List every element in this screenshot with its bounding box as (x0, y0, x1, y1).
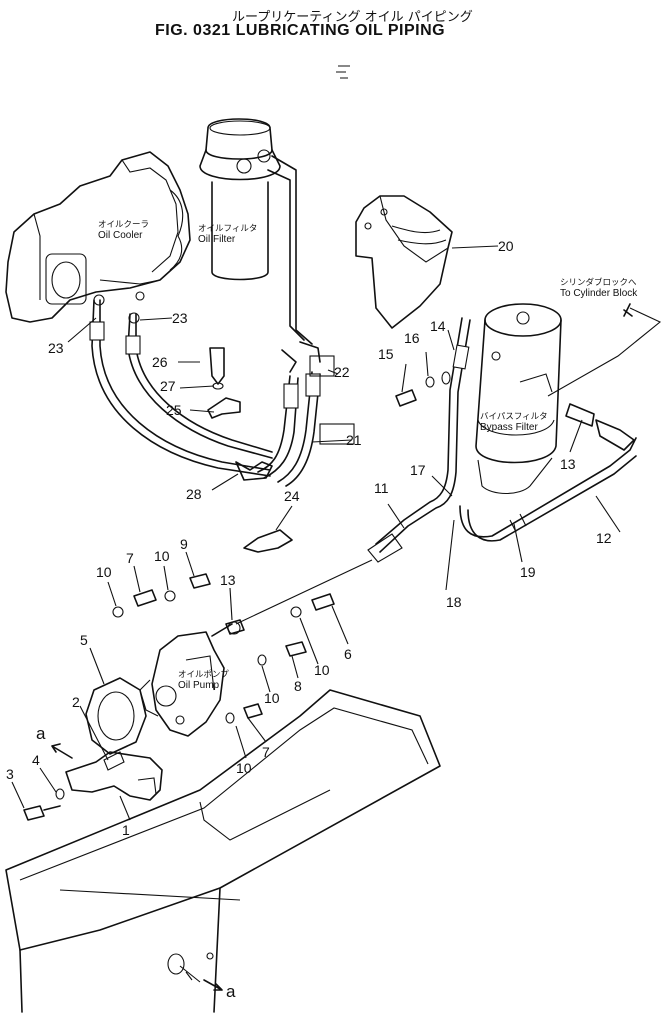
callout-10-c: 10 (314, 662, 330, 678)
callout-12: 12 (596, 530, 612, 546)
callout-23-right: 23 (172, 310, 188, 326)
oil-pump-label: オイルポンプ Oil Pump (178, 668, 229, 691)
figure-title-jp: ループリケーティング オイル パイピング (232, 10, 473, 25)
callout-8: 8 (294, 678, 302, 694)
filter-hoses (257, 341, 321, 487)
leader-boxes (309, 355, 355, 445)
callout-1: 1 (122, 822, 130, 838)
figure-title-en: FIG. 0321 LUBRICATING OIL PIPING (155, 22, 446, 39)
callout-3: 3 (6, 766, 14, 782)
bypass-pipes (367, 317, 637, 563)
gasket-5 (85, 677, 147, 755)
fasteners (23, 371, 451, 821)
bracket-25 (207, 397, 241, 419)
oil-filter-label-jp: オイルフィルタ (198, 224, 258, 234)
bypass-filter-label-en: Bypass Filter (480, 422, 538, 433)
callout-16: 16 (404, 330, 420, 346)
callout-10-b: 10 (154, 548, 170, 564)
callout-25: 25 (166, 402, 182, 418)
callout-21: 21 (346, 432, 362, 448)
oil-filter-label-en: Oil Filter (198, 234, 236, 245)
callout-19: 19 (520, 564, 536, 580)
callout-10-a: 10 (96, 564, 112, 580)
callout-9: 9 (180, 536, 188, 552)
callout-7-upper: 7 (126, 550, 134, 566)
callout-15: 15 (378, 346, 394, 362)
suction-pipe-1 (65, 751, 163, 801)
filter-outlet-pipe-b (267, 169, 305, 341)
callout-18: 18 (446, 594, 462, 610)
callout-7-lower: 7 (262, 744, 270, 760)
callout-28: 28 (186, 486, 202, 502)
callout-13-right: 13 (560, 456, 576, 472)
cylinder-block-label: シリンダブロックへ To Cylinder Block (560, 276, 637, 299)
callout-10-e: 10 (236, 760, 252, 776)
pump-pipe-line (235, 559, 373, 625)
oil-pump-label-jp: オイルポンプ (178, 670, 229, 680)
oil-cooler-label-jp: オイルクーラ (98, 220, 150, 230)
oil-cooler-label: オイルクーラ Oil Cooler (98, 218, 149, 241)
callout-13-pump: 13 (220, 572, 236, 588)
oil-pump-label-en: Oil Pump (178, 680, 220, 691)
callout-27: 27 (160, 378, 176, 394)
view-arrow-a-lower (203, 979, 223, 991)
callout-5: 5 (80, 632, 88, 648)
callout-23-left: 23 (48, 340, 64, 356)
view-arrow-a-upper (51, 743, 73, 759)
oil-cooler-label-en: Oil Cooler (98, 230, 143, 241)
bypass-filter-label-jp: バイパスフィルタ (480, 412, 548, 422)
bolt-26 (209, 347, 225, 385)
bypass-filter-label: バイパスフィルタ Bypass Filter (480, 410, 548, 433)
filter-outlet-pipe (271, 155, 313, 345)
part-20-bracket (355, 195, 453, 329)
callout-14: 14 (430, 318, 446, 334)
cooler-hoses (89, 294, 273, 477)
oil-cooler-drawing (5, 151, 191, 323)
leader-lines (11, 245, 621, 821)
view-marker-a-lower: a (226, 982, 236, 1001)
clip-24 (243, 529, 293, 553)
callout-4: 4 (32, 752, 40, 768)
callout-22: 22 (334, 364, 350, 380)
oil-filter-drawing (199, 118, 281, 281)
cylinder-block-label-en: To Cylinder Block (560, 288, 638, 299)
bypass-filter-drawing (475, 303, 562, 495)
callout-17: 17 (410, 462, 426, 478)
callout-2: 2 (72, 694, 80, 710)
clamp-28 (235, 461, 273, 481)
callout-6: 6 (344, 646, 352, 662)
title-mark (336, 65, 350, 79)
view-marker-a-upper: a (36, 724, 46, 743)
callout-26: 26 (152, 354, 168, 370)
callout-20: 20 (498, 238, 514, 254)
callout-11: 11 (374, 480, 389, 496)
callout-24: 24 (284, 488, 300, 504)
cylinder-block-label-jp: シリンダブロックへ (560, 278, 637, 288)
callout-10-d: 10 (264, 690, 280, 706)
fitting-13-upper (565, 403, 635, 451)
oil-pan-drawing (5, 689, 441, 1013)
oil-filter-label: オイルフィルタ Oil Filter (198, 222, 257, 245)
cylinder-block-arrow (547, 303, 662, 397)
